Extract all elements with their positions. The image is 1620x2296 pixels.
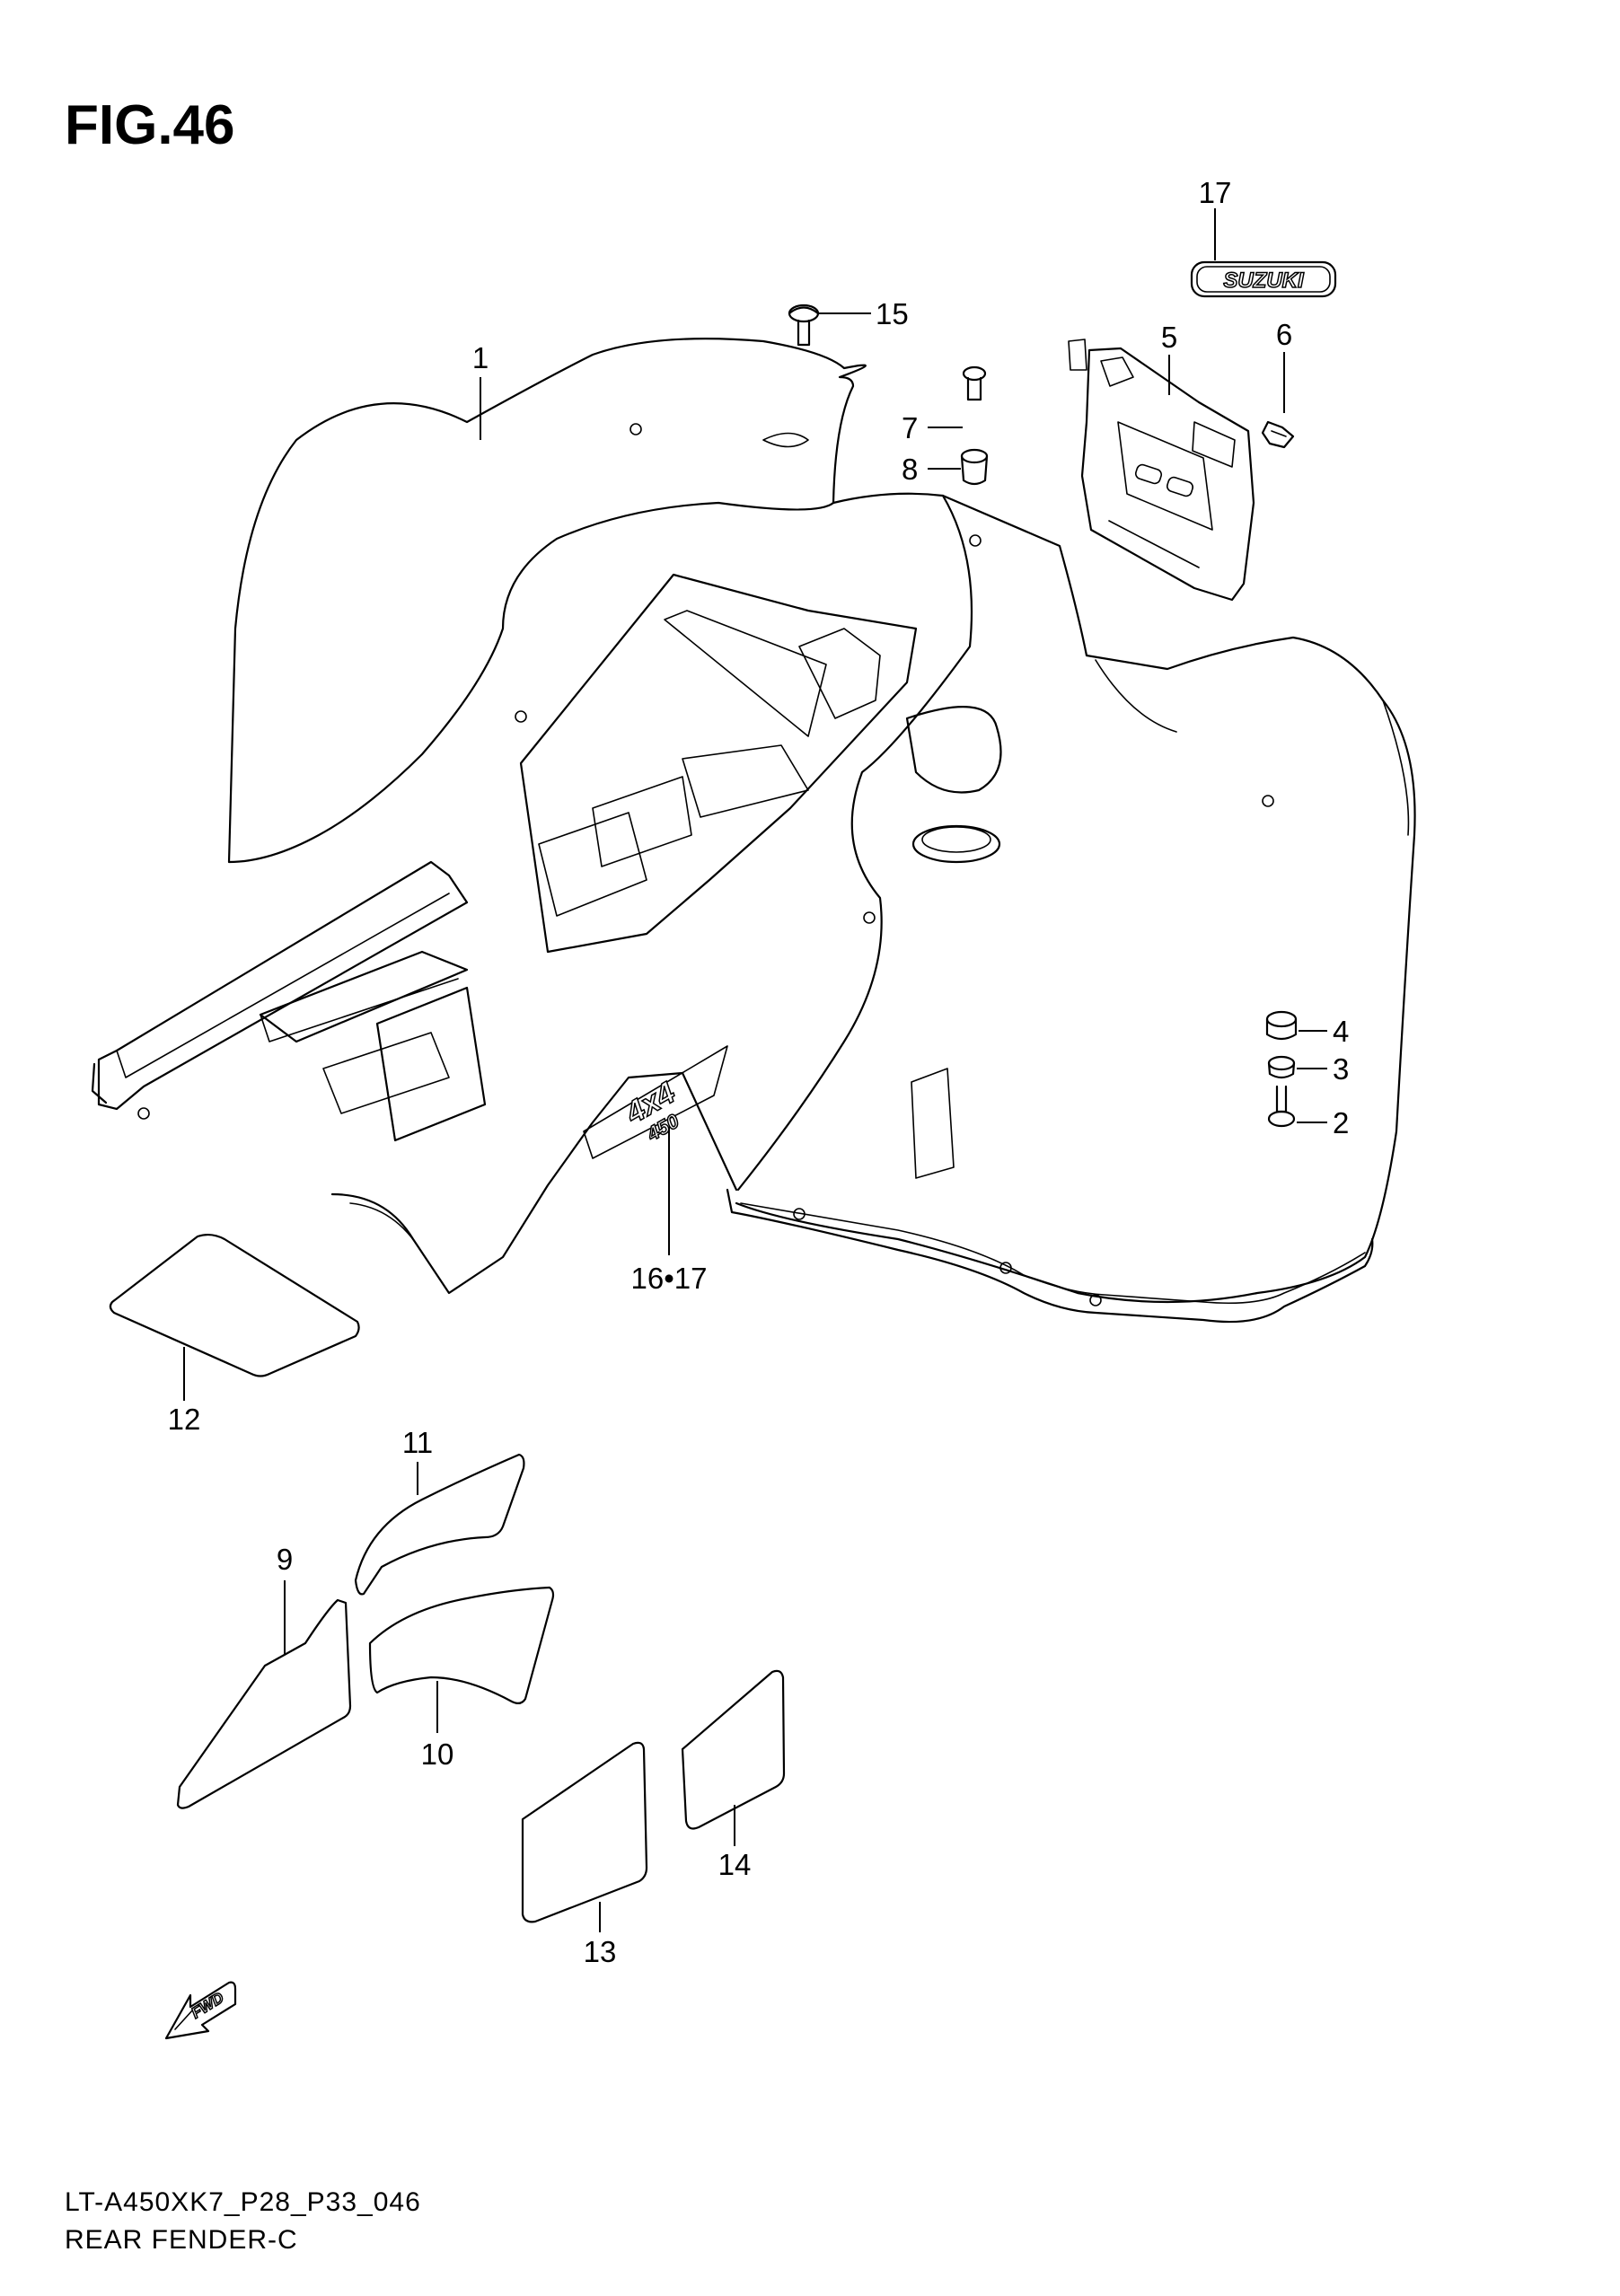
bolt-part-2[interactable] <box>1267 1085 1296 1128</box>
callout-11: 11 <box>402 1426 433 1459</box>
decal-4x4-part-16[interactable]: 4x4 450 <box>583 1045 728 1159</box>
callout-9: 9 <box>277 1543 293 1576</box>
pad-part-13[interactable] <box>521 1741 648 1923</box>
callout-14: 14 <box>718 1848 752 1881</box>
callout-8: 8 <box>902 453 918 486</box>
grommet-part-4[interactable] <box>1265 1010 1298 1041</box>
rear-fender-part-1[interactable]: 4x4 450 <box>91 338 1416 1324</box>
model-code-footer: LT-A450XK7_P28_P33_046 <box>65 2187 421 2217</box>
callout-10: 10 <box>421 1737 454 1771</box>
callout-12: 12 <box>168 1403 201 1436</box>
section-title-footer: REAR FENDER-C <box>65 2225 298 2255</box>
pad-part-14[interactable] <box>681 1669 786 1830</box>
callout-2: 2 <box>1333 1106 1349 1139</box>
callout-7: 7 <box>902 411 918 444</box>
screw-part-15[interactable] <box>788 303 820 347</box>
forward-direction-arrow: FWD <box>164 1981 237 2040</box>
pad-part-12[interactable] <box>109 1233 360 1377</box>
callout-4: 4 <box>1333 1015 1349 1048</box>
callout-3: 3 <box>1333 1052 1349 1086</box>
pad-part-10[interactable] <box>368 1586 555 1705</box>
callout-16-17: 16•17 <box>631 1262 708 1295</box>
emblem-brand-text: SUZUKI <box>1223 268 1305 293</box>
collar-part-8[interactable] <box>960 448 989 486</box>
callout-13: 13 <box>584 1935 617 1968</box>
fuel-cap-opening <box>911 824 1001 864</box>
callout-15: 15 <box>876 297 909 330</box>
washer-part-3[interactable] <box>1267 1055 1296 1079</box>
pad-part-11[interactable] <box>354 1453 525 1596</box>
bracket-part-5[interactable] <box>1068 339 1255 602</box>
callout-1: 1 <box>472 341 489 374</box>
bolt-part-7[interactable] <box>962 365 987 401</box>
figure-title: FIG.46 <box>65 94 235 156</box>
fwd-label: FWD <box>189 1989 227 2022</box>
pad-part-9[interactable] <box>176 1598 352 1809</box>
callout-17: 17 <box>1199 176 1232 209</box>
suzuki-emblem-part[interactable]: SUZUKI <box>1190 260 1337 298</box>
callout-6: 6 <box>1276 318 1292 351</box>
callout-5: 5 <box>1161 321 1177 354</box>
clip-part-6[interactable] <box>1261 420 1295 449</box>
